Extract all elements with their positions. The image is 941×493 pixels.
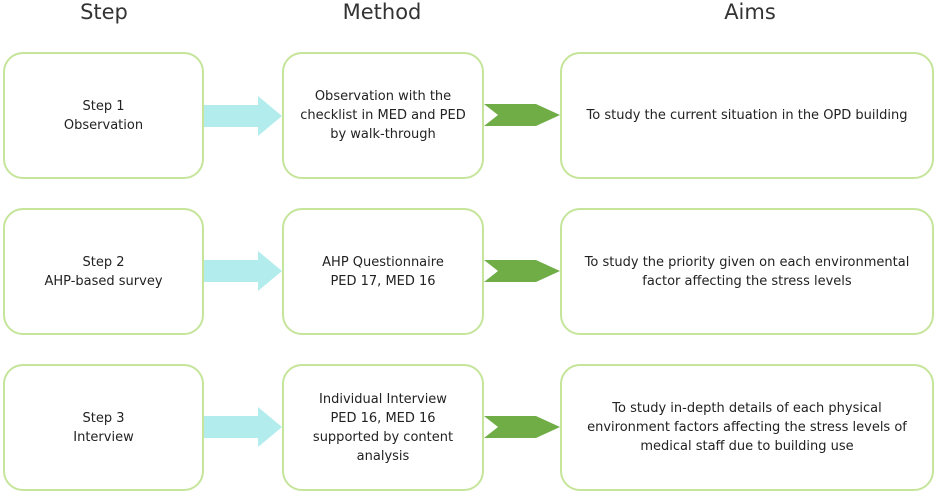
method-box-2: AHP Questionnaire PED 17, MED 16 (282, 208, 484, 335)
aim-line: medical staff due to building use (640, 439, 854, 454)
arrow-right-icon (204, 251, 282, 291)
step-title: Observation (63, 117, 144, 133)
method-line: AHP Questionnaire (322, 254, 444, 270)
chevron-arrow-icon (484, 260, 560, 282)
method-line: analysis (356, 448, 410, 464)
method-box-1: Observation with the checklist in MED an… (282, 52, 484, 179)
step-box-3: Step 3 Interview (3, 364, 204, 491)
aim-box-1: To study the current situation in the OP… (560, 52, 934, 179)
aim-line: To study the current situation in the OP… (586, 108, 908, 123)
arrow-right-icon (204, 96, 282, 136)
chevron-arrow-icon (484, 416, 560, 438)
header-method: Method (342, 0, 422, 24)
aim-line: To study in-depth details of each physic… (612, 401, 882, 416)
chevron-arrow-icon (484, 104, 560, 126)
method-line: checklist in MED and PED (300, 108, 466, 123)
step-number: Step 1 (82, 98, 125, 114)
method-line: PED 17, MED 16 (330, 273, 436, 289)
method-line: supported by content (312, 429, 454, 445)
step-number: Step 3 (82, 410, 125, 426)
step-title: Interview (73, 429, 134, 445)
method-line: PED 16, MED 16 (330, 410, 436, 426)
aim-box-3: To study in-depth details of each physic… (560, 364, 934, 491)
step-box-2: Step 2 AHP-based survey (3, 208, 204, 335)
method-line: by walk-through (330, 127, 436, 142)
header-aims: Aims (724, 0, 776, 24)
aim-box-2: To study the priority given on each envi… (560, 208, 934, 335)
method-box-3: Individual Interview PED 16, MED 16 supp… (282, 364, 484, 491)
aim-line: To study the priority given on each envi… (584, 254, 910, 270)
method-line: Individual Interview (319, 391, 447, 407)
aim-line: environment factors affecting the stress… (587, 420, 907, 435)
step-box-1: Step 1 Observation (3, 52, 204, 179)
step-title: AHP-based survey (44, 273, 163, 289)
method-line: Observation with the (314, 89, 452, 104)
aim-line: factor affecting the stress levels (642, 273, 852, 289)
header-step: Step (80, 0, 128, 24)
step-number: Step 2 (82, 254, 125, 270)
arrow-right-icon (204, 407, 282, 447)
